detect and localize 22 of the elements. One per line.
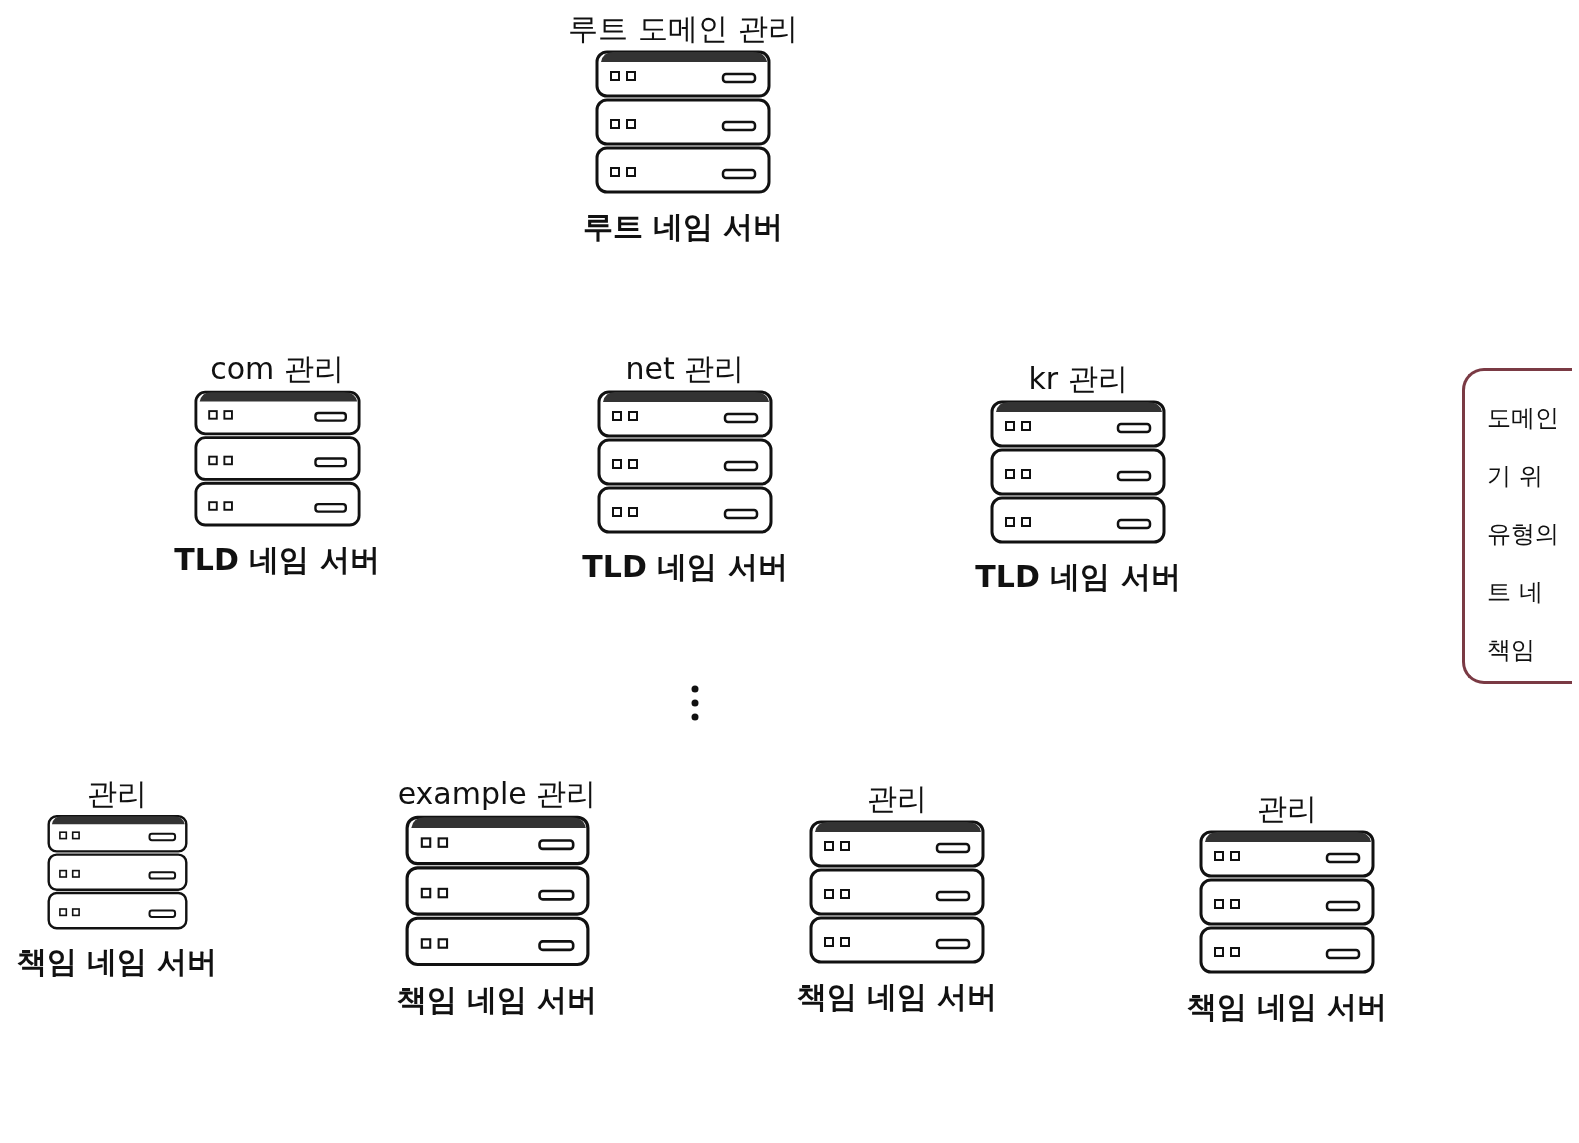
server-caption: 책임 네임 서버 bbox=[1186, 988, 1388, 1026]
domain-label: 관리 bbox=[867, 780, 927, 818]
domain-label: 관리 bbox=[87, 775, 147, 813]
domain-label: net 관리 bbox=[625, 350, 745, 388]
domain-label: 관리 bbox=[1257, 790, 1317, 828]
server-caption: 루트 네임 서버 bbox=[582, 208, 784, 246]
domain-label: kr 관리 bbox=[1028, 360, 1128, 398]
domain-label: com 관리 bbox=[210, 350, 344, 388]
server-caption: TLD 네임 서버 bbox=[975, 558, 1181, 596]
domain-label: 루트 도메인 관리 bbox=[568, 10, 798, 48]
note-text: 유형의 bbox=[1487, 519, 1560, 550]
domain-label: example 관리 bbox=[397, 775, 597, 813]
server-caption: 책임 네임 서버 bbox=[16, 943, 218, 981]
note-box bbox=[1462, 368, 1572, 684]
server-caption: TLD 네임 서버 bbox=[582, 548, 788, 586]
note-text: 트 네 bbox=[1487, 577, 1544, 608]
note-text: 책임 bbox=[1487, 635, 1536, 666]
note-text: 도메인 bbox=[1487, 403, 1560, 434]
server-caption: 책임 네임 서버 bbox=[796, 978, 998, 1016]
note-text: 기 위 bbox=[1487, 461, 1544, 492]
server-caption: 책임 네임 서버 bbox=[396, 981, 598, 1019]
server-caption: TLD 네임 서버 bbox=[174, 541, 380, 579]
